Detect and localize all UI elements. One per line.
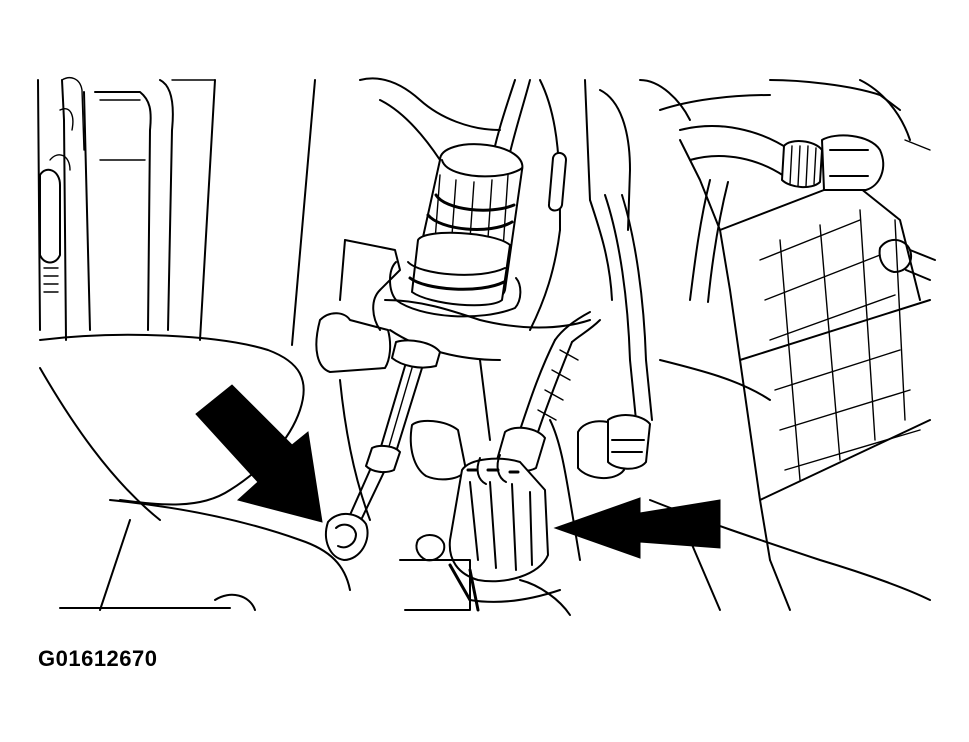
wiring-harness-connector [399,311,601,616]
left-engine-block [37,77,316,346]
figure-caption-id: G01612670 [38,646,158,671]
rod-and-clamp [325,339,441,561]
arrow-down-right-icon [195,384,323,523]
arrow-left-icon [553,497,721,559]
coolant-tube [679,125,936,303]
upper-housing [359,77,931,231]
lower-left-housing [39,333,351,611]
side-sensor [577,194,653,479]
right-grid-panel [649,139,931,611]
cable-and-cap [389,79,567,318]
center-bracket [315,89,631,561]
